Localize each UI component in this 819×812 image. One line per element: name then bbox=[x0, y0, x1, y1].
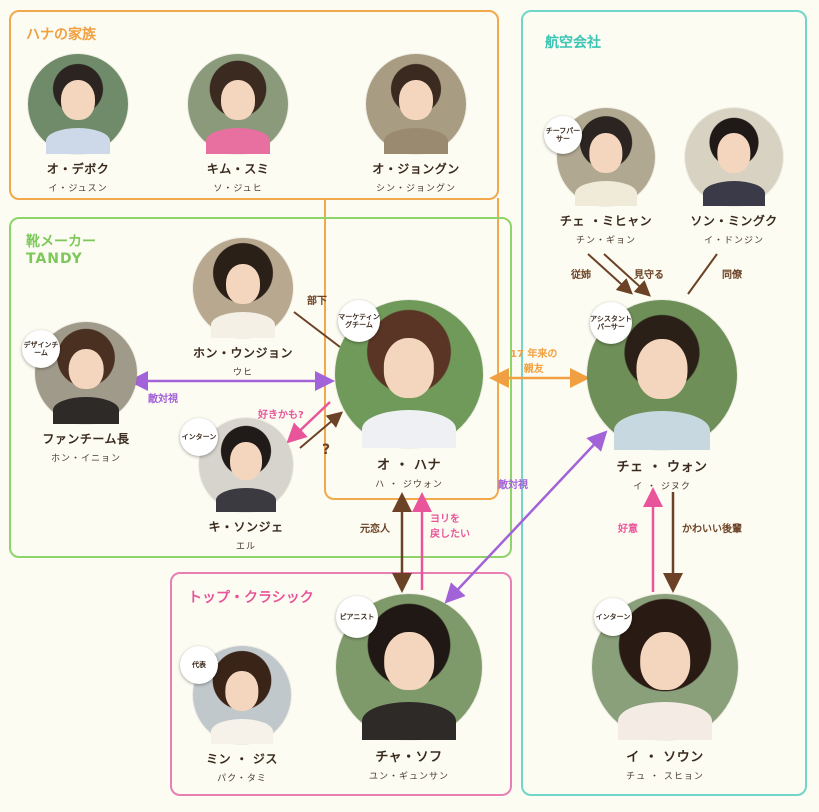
rel-buka: 部下 bbox=[307, 296, 327, 307]
group-tandy-label-line2: TANDY bbox=[26, 251, 83, 267]
rel-like: 好きかも? bbox=[258, 410, 304, 421]
group-airline bbox=[521, 10, 807, 796]
person-unjeong: ホン・ウンジョン ウヒ bbox=[178, 238, 308, 378]
rel-colleague: 同僚 bbox=[722, 270, 742, 281]
person-name: チェ ・ミヒャン bbox=[559, 214, 653, 228]
person-actor: ユン・ギュンサン bbox=[368, 772, 449, 782]
group-topclassic-label: トップ・クラシック bbox=[188, 590, 314, 606]
rel-friends: 17 年来の 親友 bbox=[510, 347, 557, 377]
avatar bbox=[28, 54, 128, 154]
group-tandy-label: 靴メーカー TANDY bbox=[26, 234, 96, 268]
person-name: ソン・ミングク bbox=[690, 214, 778, 228]
group-family-label: ハナの家族 bbox=[26, 27, 96, 43]
avatar bbox=[592, 594, 738, 740]
person-actor: イ・ジュスン bbox=[48, 184, 108, 194]
badge-sofu: ピアニスト bbox=[336, 596, 378, 638]
person-actor: イ ・ ジヌク bbox=[633, 482, 691, 492]
badge-jisu: 代表 bbox=[180, 646, 218, 684]
group-family bbox=[9, 10, 499, 200]
badge-fan: デザインチーム bbox=[22, 330, 60, 368]
badge-mihyang: チーフパーサー bbox=[544, 116, 582, 154]
rel-cousin: 従姉 bbox=[571, 270, 591, 281]
line-watch bbox=[603, 253, 651, 297]
group-topclassic bbox=[170, 572, 512, 796]
person-sumi: キム・スミ ソ・ジュヒ bbox=[176, 54, 300, 194]
person-sofu: チャ・ソフ ユン・ギュンサン bbox=[334, 594, 484, 782]
person-name: ホン・ウンジョン bbox=[192, 346, 293, 360]
person-actor: ホン・イニョン bbox=[50, 454, 121, 464]
line-colleague bbox=[687, 253, 718, 295]
rel-rival-fan: 敵対視 bbox=[148, 394, 178, 405]
rel-rival-sofu: 敵対視 bbox=[498, 480, 528, 491]
person-actor: チュ ・ スヒョン bbox=[626, 772, 704, 782]
person-actor: ハ ・ ジウォン bbox=[375, 480, 443, 490]
line-rival-sofu bbox=[444, 430, 608, 604]
avatar bbox=[193, 238, 293, 338]
rel-question: ? bbox=[322, 442, 331, 458]
line-like bbox=[286, 401, 331, 444]
avatar bbox=[685, 108, 783, 206]
person-name: チェ ・ ウォン bbox=[616, 460, 708, 475]
person-soun: イ ・ ソウン チュ ・ スヒョン bbox=[590, 594, 740, 782]
person-name: ファンチーム長 bbox=[42, 432, 130, 446]
avatar bbox=[336, 594, 482, 740]
person-name: オ・ジョングン bbox=[372, 162, 460, 176]
avatar bbox=[335, 300, 483, 448]
badge-hana: マーケティングチーム bbox=[338, 300, 380, 342]
rel-friends-line1: 17 年来の bbox=[510, 349, 558, 360]
person-jonggun: オ・ジョングン シン・ジョングン bbox=[354, 54, 478, 194]
person-mingguk: ソン・ミングク イ・ドンジン bbox=[672, 108, 796, 246]
person-name: キ・ソンジェ bbox=[208, 520, 284, 534]
line-buka bbox=[293, 311, 341, 348]
person-actor: ウヒ bbox=[232, 368, 253, 378]
rel-return: ヨリを 戻したい bbox=[430, 512, 470, 542]
line-question bbox=[299, 411, 344, 449]
person-hana: オ ・ ハナ ハ ・ ジウォン bbox=[334, 300, 484, 490]
badge-soun: インターン bbox=[594, 598, 632, 636]
person-name: チャ・ソフ bbox=[375, 750, 443, 765]
person-debok: オ・デボク イ・ジュスン bbox=[16, 54, 140, 194]
badge-won: アシスタントパーサー bbox=[590, 302, 632, 344]
person-name: オ・デボク bbox=[46, 162, 110, 176]
person-actor: ソ・ジュヒ bbox=[213, 184, 263, 194]
person-actor: パク・タミ bbox=[217, 774, 267, 784]
rel-return-line1: ヨリを bbox=[430, 514, 460, 525]
person-name: イ ・ ソウン bbox=[626, 750, 704, 765]
rel-friends-line2: 親友 bbox=[523, 364, 544, 375]
line-cousin bbox=[587, 253, 633, 295]
rel-junior: かわいい後輩 bbox=[682, 524, 742, 535]
rel-favor: 好意 bbox=[618, 524, 638, 535]
person-name: キム・スミ bbox=[206, 162, 270, 176]
rel-return-line2: 戻したい bbox=[430, 529, 470, 540]
avatar bbox=[188, 54, 288, 154]
person-actor: イ・ドンジン bbox=[703, 236, 764, 246]
group-tandy-label-line1: 靴メーカー bbox=[26, 234, 96, 250]
rel-watch: 見守る bbox=[634, 270, 664, 281]
person-actor: エル bbox=[235, 542, 256, 552]
rel-ex: 元恋人 bbox=[360, 524, 390, 535]
group-airline-label: 航空会社 bbox=[545, 35, 601, 51]
person-name: ミン ・ ジス bbox=[206, 752, 278, 766]
badge-sonje: インターン bbox=[180, 418, 218, 456]
person-actor: チン・ギョン bbox=[575, 236, 636, 246]
person-actor: シン・ジョングン bbox=[375, 184, 456, 194]
avatar bbox=[366, 54, 466, 154]
person-name: オ ・ ハナ bbox=[376, 458, 442, 473]
